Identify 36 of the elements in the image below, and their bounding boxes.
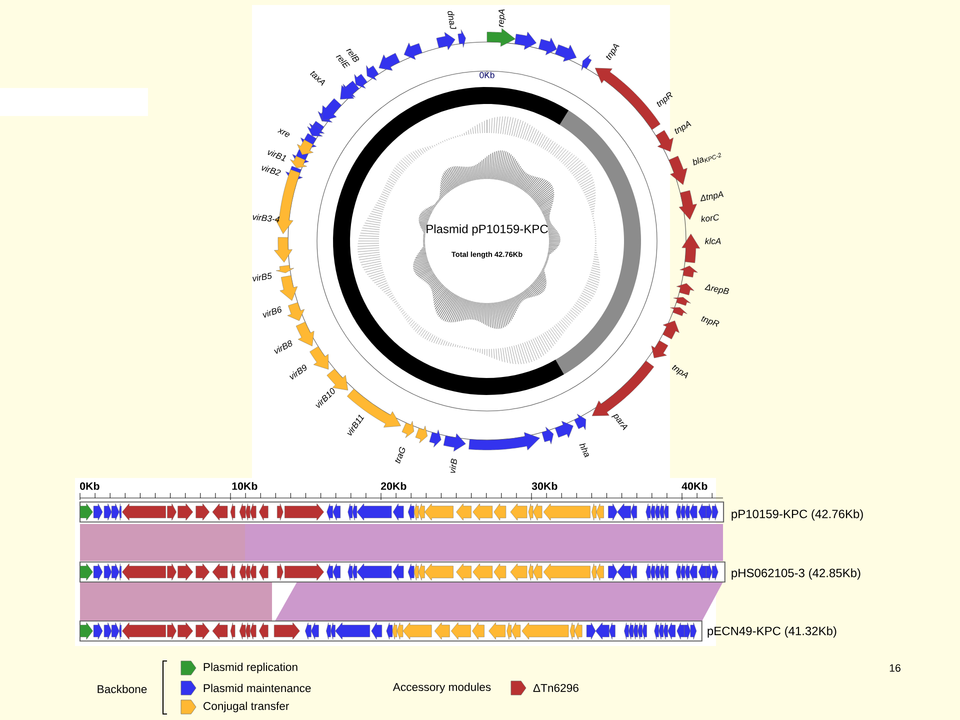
gene-label: tnpA [672, 364, 688, 378]
gene-label: tnpR [701, 316, 720, 327]
axis-tick-label: 20Kb [380, 482, 406, 490]
track-label: pECN49-KPC (41.32Kb) [708, 626, 836, 638]
axis-tick-label: 10Kb [232, 482, 258, 490]
gene-label: virB1 [268, 150, 286, 162]
legend-label: Plasmid replication [204, 662, 298, 674]
legend-label: Conjugal transfer [204, 702, 290, 712]
page-number: 16 [890, 664, 900, 672]
gene-label: virB [450, 458, 457, 473]
gene-label: virB6 [262, 306, 282, 318]
group-label: Accessory modules [392, 682, 491, 694]
gene-label: virB8 [274, 340, 292, 354]
gene-label: hha [579, 443, 589, 458]
gene-label: ΔrepB [704, 284, 730, 294]
group-label: Backbone [98, 684, 147, 694]
axis-tick-label: 30Kb [532, 482, 558, 490]
gene-label: tnpA [674, 121, 692, 134]
gene-label: xre [277, 128, 290, 137]
scale-label: 0Kb [480, 72, 494, 78]
axis-tick-label: 0Kb [80, 482, 100, 490]
gene-label: virB5 [252, 272, 272, 282]
gene-label: korC [701, 214, 719, 222]
track-label: pP10159-KPC (42.76Kb) [732, 509, 863, 521]
gene-label: klcA [704, 238, 721, 244]
gene-label: dnaJ [448, 11, 456, 29]
gene-label: repA [498, 9, 506, 28]
map-title: Plasmid pP10159-KPC [426, 224, 548, 236]
gene-label: virB3-4 [253, 214, 280, 222]
gene-label: traG [395, 446, 405, 464]
gene-label: ΔtnpA [700, 191, 724, 202]
gene-label: virB2 [262, 166, 281, 176]
legend-label: Plasmid maintenance [204, 684, 311, 692]
axis-tick-label: 40Kb [682, 482, 708, 490]
track-label: pHS062105-3 (42.85Kb) [732, 568, 860, 580]
legend-label: ΔTn6296 [533, 684, 578, 692]
